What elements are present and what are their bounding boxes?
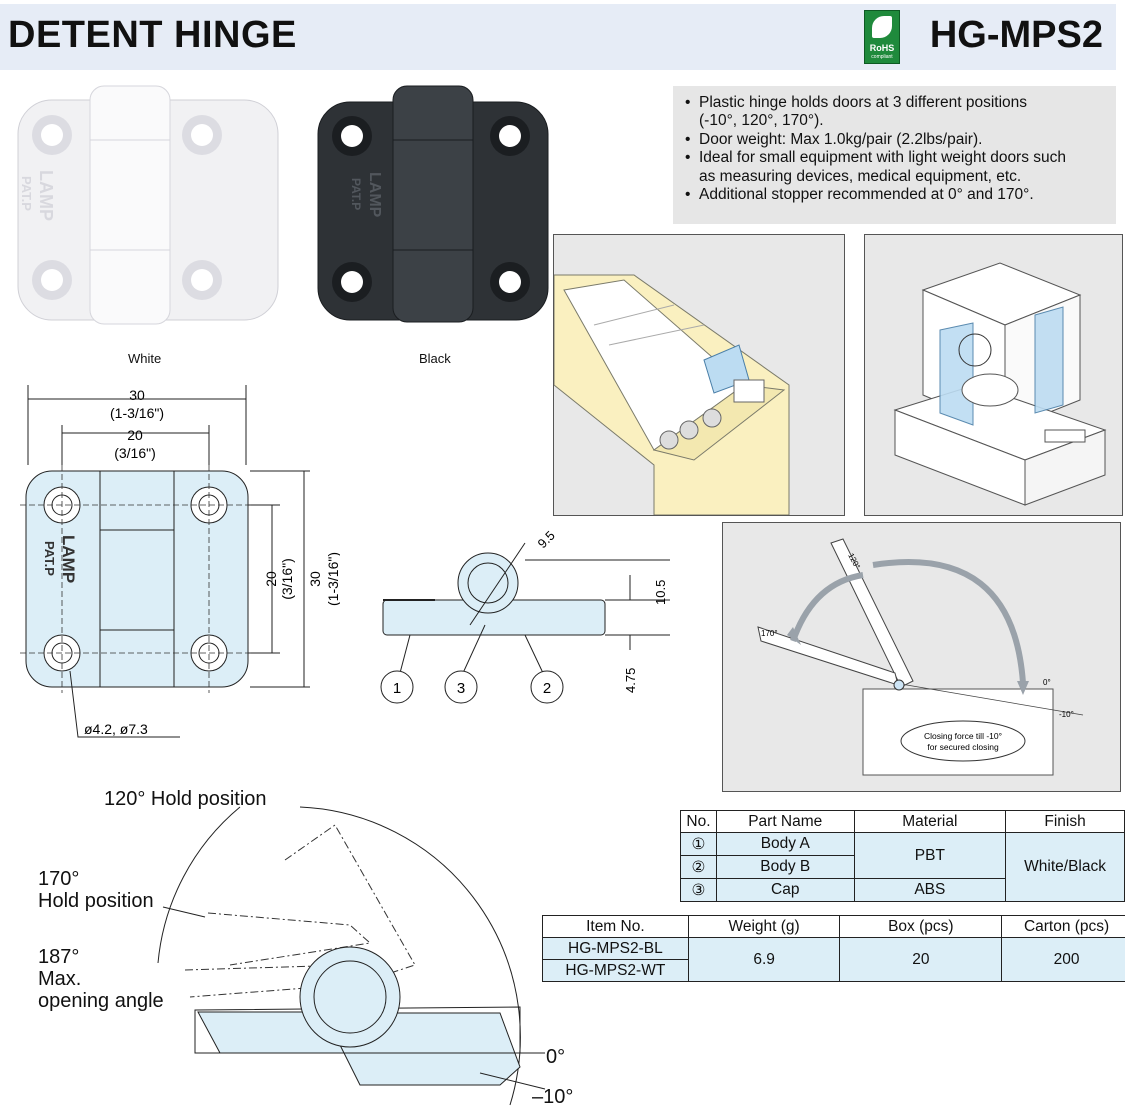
part-no: ② xyxy=(680,855,717,879)
parts-header-name: Part Name xyxy=(715,810,855,833)
part-no: ① xyxy=(680,832,717,856)
hold-120-label: 120° Hold position xyxy=(104,788,267,810)
parts-header-material: Material xyxy=(853,810,1007,833)
side-view-drawing: 9.5 10.5 4.75 1 3 2 xyxy=(380,528,670,704)
console-illustration xyxy=(553,234,845,516)
feature-item: Additional stopper recommended at 0° and… xyxy=(685,186,1116,205)
cabinet-illustration xyxy=(864,234,1123,516)
model-number: HG-MPS2 xyxy=(929,14,1103,56)
angle-zero-label: 0° xyxy=(546,1046,565,1068)
part-name: Body A xyxy=(715,832,855,856)
feature-item: Plastic hinge holds doors at 3 different… xyxy=(685,94,1116,131)
black-hinge-photo: LAMP PAT.P xyxy=(317,85,549,323)
angle-minus10-label: -10° xyxy=(1059,710,1074,719)
front-view-drawing: LAMP PAT.P 30 (1-3/16") 20 (3/16") 30 (1… xyxy=(20,385,340,738)
item-no: HG-MPS2-WT xyxy=(542,959,689,982)
dim-height: 30 xyxy=(307,571,323,587)
items-header-carton: Carton (pcs) xyxy=(1001,915,1125,938)
angle-illustration: 120° 170° 0° -10° Closing force till -10… xyxy=(722,522,1121,792)
white-caption: White xyxy=(128,351,162,366)
carton-value: 200 xyxy=(1001,937,1125,982)
black-caption: Black xyxy=(419,351,451,366)
product-photos: LAMP PAT.P LAMP PAT.P xyxy=(17,85,549,325)
part-name: Cap xyxy=(715,878,855,902)
items-header-box: Box (pcs) xyxy=(839,915,1003,938)
dim-vpitch-in: (3/16") xyxy=(279,558,295,600)
items-table: Item No. Weight (g) Box (pcs) Carton (pc… xyxy=(542,915,1125,982)
angle-minus10-big: –10° xyxy=(532,1086,573,1108)
dim-radius: 9.5 xyxy=(535,528,558,551)
items-header-weight: Weight (g) xyxy=(687,915,841,938)
emboss-pat: PAT.P xyxy=(19,176,34,211)
dim-width: 30 xyxy=(129,387,145,403)
part-no: ③ xyxy=(680,878,717,902)
dim-width-in: (1-3/16") xyxy=(110,405,164,421)
dim-holes: ø4.2, ø7.3 xyxy=(84,721,148,737)
parts-header-no: No. xyxy=(680,810,717,833)
header-bar xyxy=(0,4,1116,70)
dim-thickness: 4.75 xyxy=(623,668,638,693)
features-box: Plastic hinge holds doors at 3 different… xyxy=(673,86,1116,224)
hold-170-text: Hold position xyxy=(38,890,154,912)
angle-0-label: 0° xyxy=(1043,678,1051,687)
part-name: Body B xyxy=(715,855,855,879)
dim-vpitch: 20 xyxy=(263,571,279,587)
callout-2: 2 xyxy=(543,680,551,697)
leaf-icon xyxy=(872,16,892,38)
rohs-badge: RoHS compliant xyxy=(864,10,900,64)
drawing-pat: PAT.P xyxy=(42,541,57,576)
parts-header-finish: Finish xyxy=(1005,810,1125,833)
weight-value: 6.9 xyxy=(687,937,841,982)
items-header-item-no: Item No. xyxy=(542,915,689,938)
svg-text:PAT.P: PAT.P xyxy=(349,178,363,210)
max-angle-value: 187° xyxy=(38,946,79,968)
material-abs: ABS xyxy=(853,878,1007,902)
max-angle-label-b: opening angle xyxy=(38,990,164,1012)
material-pbt: PBT xyxy=(853,832,1007,879)
page-title: DETENT HINGE xyxy=(8,14,297,56)
max-angle-label-a: Max. xyxy=(38,968,81,990)
item-no: HG-MPS2-BL xyxy=(542,937,689,960)
feature-item: Door weight: Max 1.0kg/pair (2.2lbs/pair… xyxy=(685,131,1116,150)
opening-angle-drawing: 120° Hold position 170° Hold position 18… xyxy=(38,788,573,1108)
note-line-1: Closing force till -10° xyxy=(924,731,1002,741)
callout-3: 3 xyxy=(457,680,465,697)
white-hinge-photo: LAMP PAT.P xyxy=(17,85,279,325)
angle-170-label: 170° xyxy=(761,629,778,638)
rohs-sub-label: compliant xyxy=(871,54,893,60)
rohs-label: RoHS xyxy=(869,43,895,53)
drawing-brand: LAMP xyxy=(59,535,78,583)
svg-text:LAMP: LAMP xyxy=(366,172,383,218)
callout-1: 1 xyxy=(393,680,401,697)
dim-pitch: 20 xyxy=(127,427,143,443)
dim-height-in: (1-3/16") xyxy=(325,552,340,606)
dim-knuckle: 10.5 xyxy=(653,580,668,605)
feature-item: Ideal for small equipment with light wei… xyxy=(685,149,1116,186)
dim-pitch-in: (3/16") xyxy=(114,445,156,461)
note-line-2: for secured closing xyxy=(927,742,999,752)
hold-170-angle: 170° xyxy=(38,868,79,890)
parts-table: No. Part Name Material Finish ① Body A P… xyxy=(680,810,1125,902)
box-value: 20 xyxy=(839,937,1003,982)
emboss-brand: LAMP xyxy=(36,170,56,221)
finish-value: White/Black xyxy=(1005,832,1125,902)
